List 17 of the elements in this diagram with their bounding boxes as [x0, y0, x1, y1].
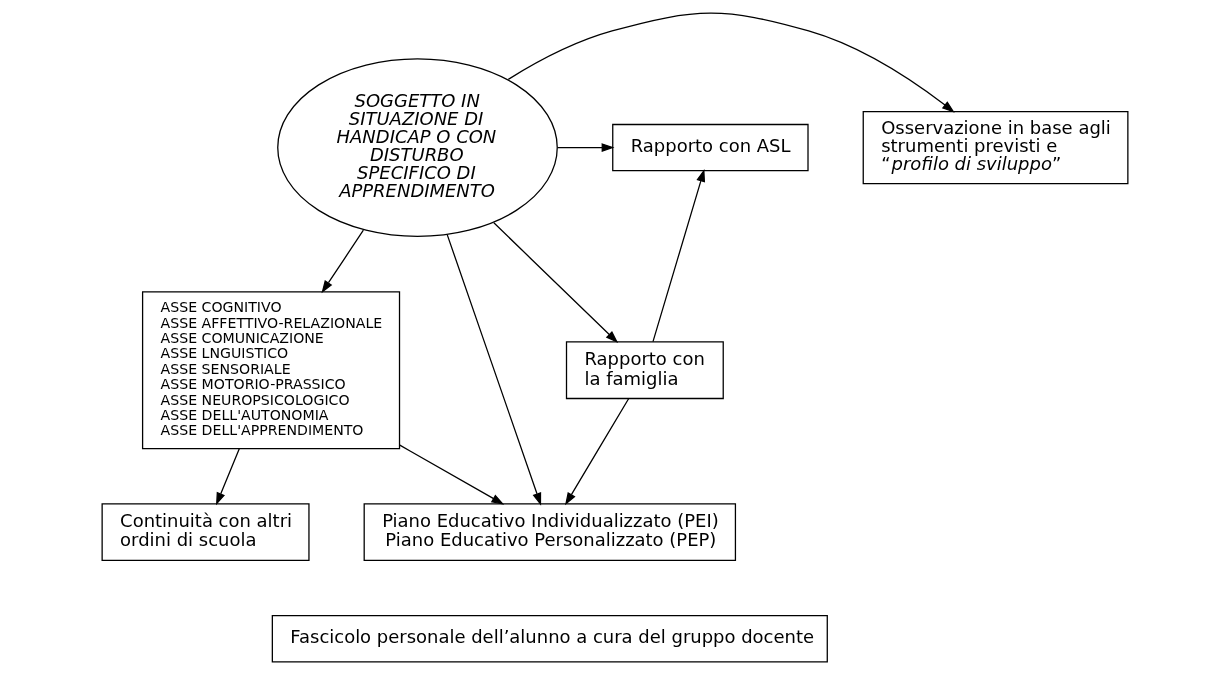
node-box: Rapporto con ASL [611, 123, 809, 172]
node-box: Fascicolo personale dell’alunno a cura del gruppo docente [271, 614, 828, 663]
arrow [215, 448, 240, 506]
arrow [398, 444, 504, 505]
arrow [556, 143, 614, 153]
arrow [651, 168, 705, 343]
arrow [564, 397, 629, 506]
node-box: Piano Educativo Individualizzato (PEI) Piano Educativo Personalizzato (PEP) [363, 503, 736, 561]
node-box: ASSE COGNITIVO ASSE AFFETTIVO-RELAZIONALE ASSE COMUNICAZIONE ASSE LNGUISTICO ASSE SENSORIALE ASSE MOTORIO-PRASSICO ASSE NEUROPSICOLOGICO ASSE DELL'AUTONOMIA ASSE DELL'APPRENDIMENTO [141, 291, 400, 450]
arrow [507, 12, 955, 113]
node-ellipse: SOGGETTO IN SITUAZIONE DI HANDICAP O CON DISTURBO SPECIFICO DI APPRENDIMENTO [276, 58, 558, 237]
node-box: Continuità con altri ordini di scuola [101, 503, 310, 561]
node-box: Osservazione in base agli strumenti previsti e “profilo di sviluppo” [862, 111, 1128, 185]
arrow [492, 222, 618, 344]
arrow [320, 229, 364, 294]
node-box: Rapporto con la famiglia [565, 341, 724, 400]
arrow [446, 233, 541, 506]
